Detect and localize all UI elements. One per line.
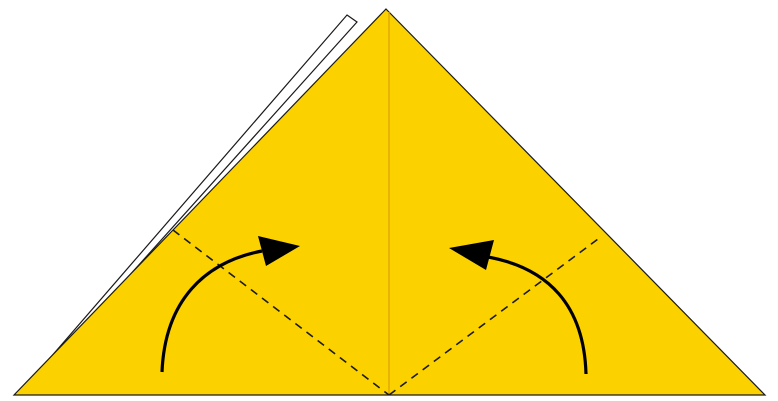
right-fold-line [388, 235, 603, 396]
left-fold-arrowhead [258, 236, 300, 266]
left-fold-arrow [160, 249, 263, 373]
right-fold-arrow [487, 255, 588, 375]
left-fold-line [172, 229, 390, 396]
right-fold-arrowhead [449, 240, 494, 270]
